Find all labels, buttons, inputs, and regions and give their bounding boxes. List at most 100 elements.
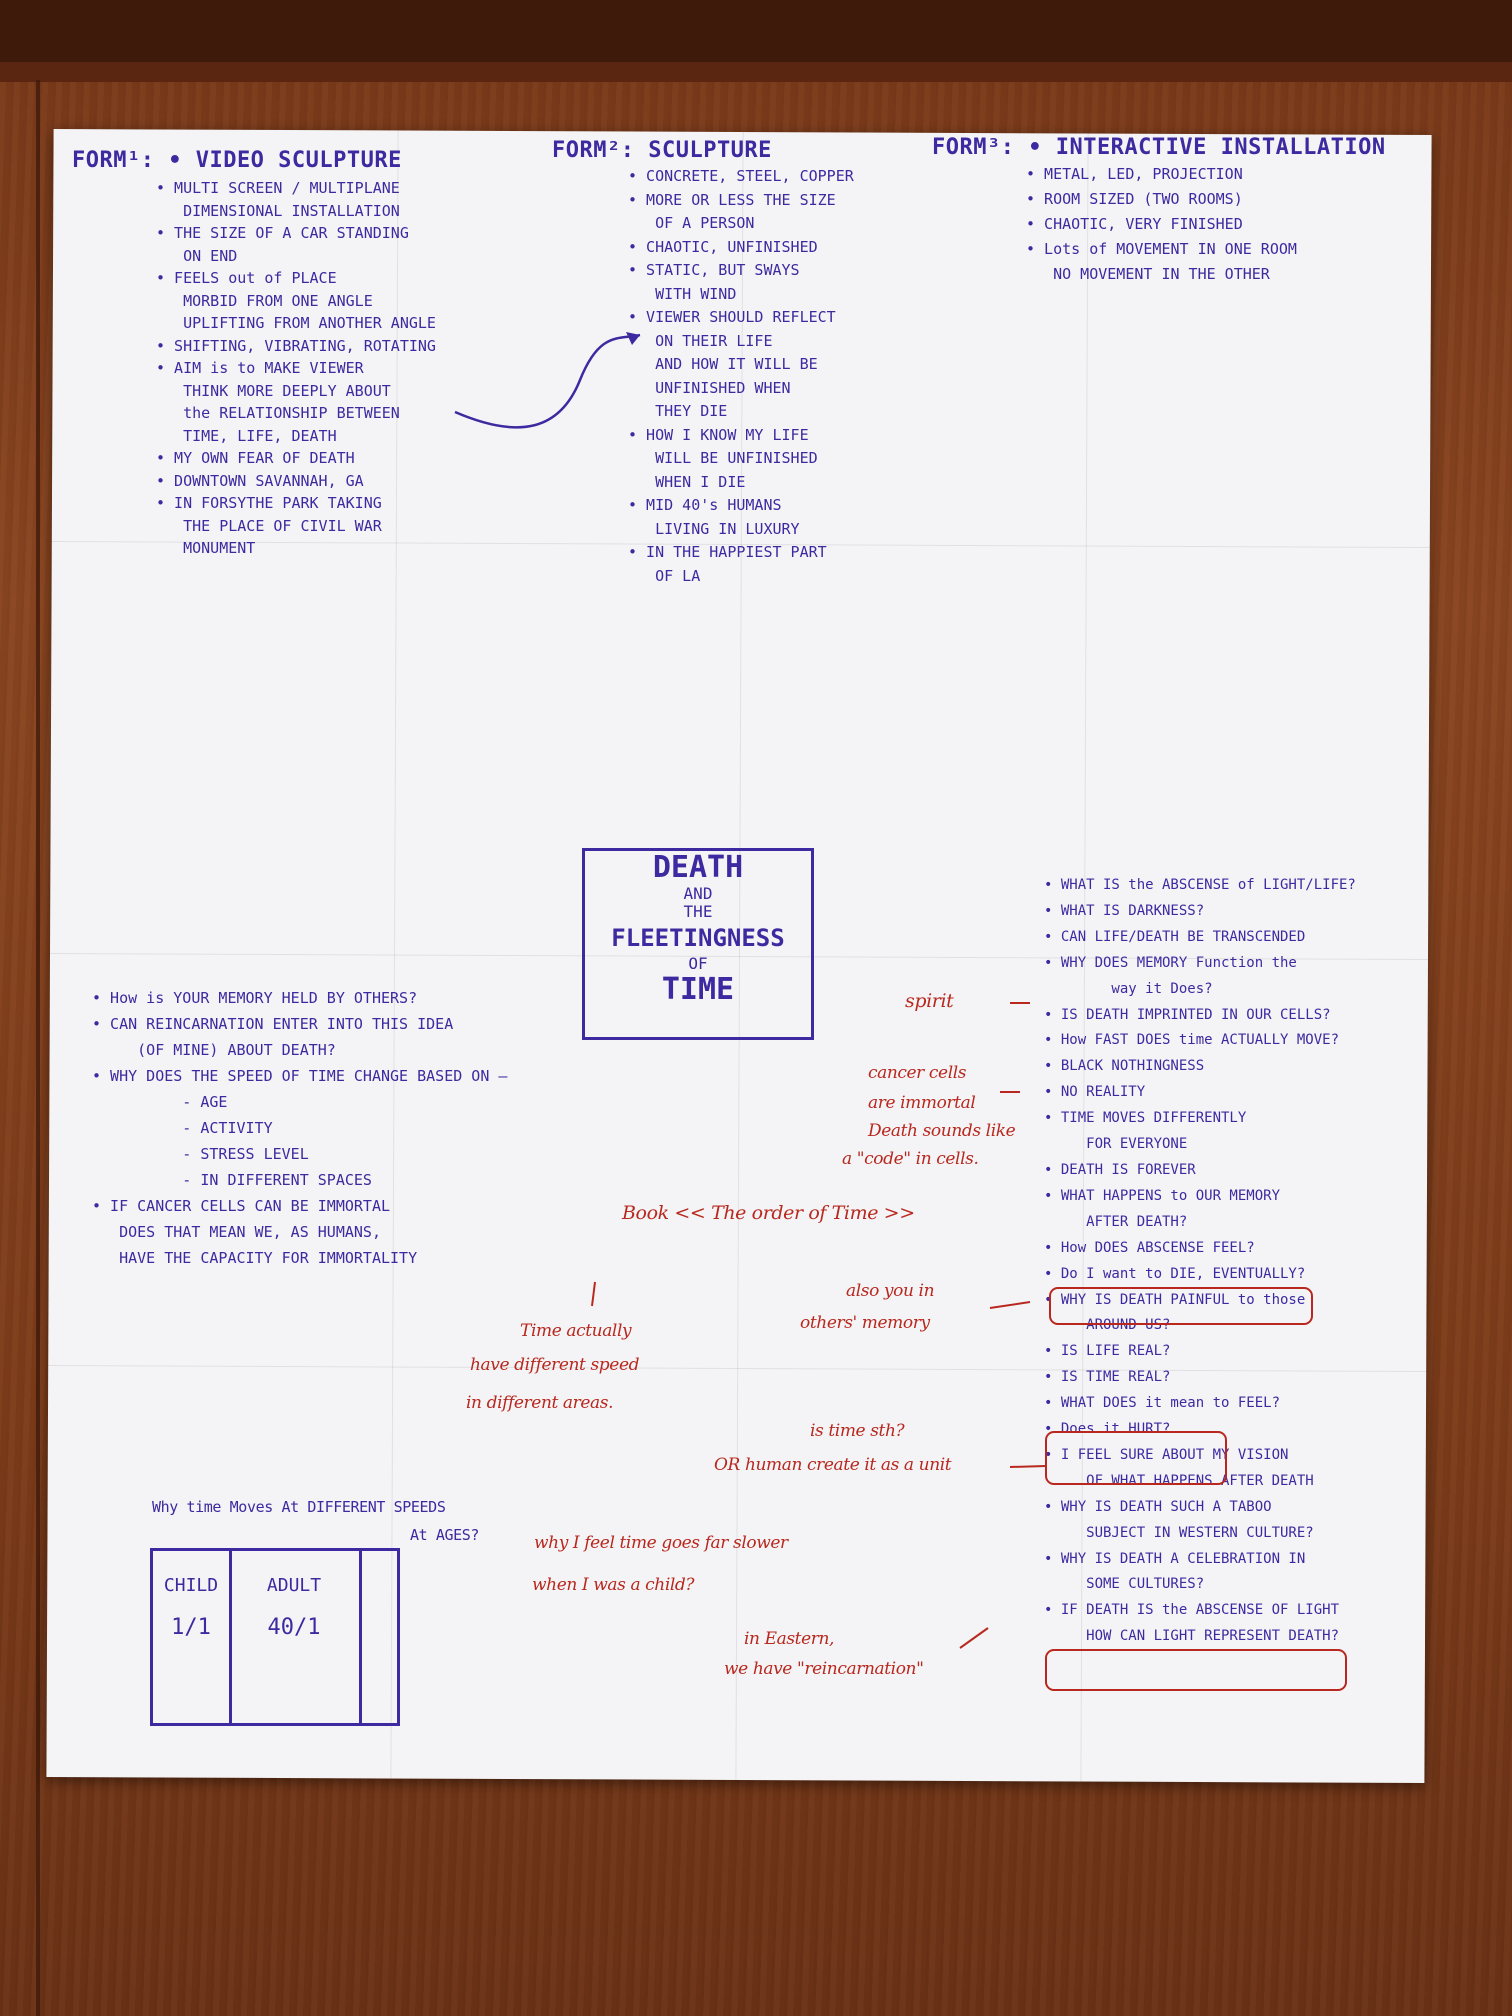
title-line: DEATH <box>652 850 744 885</box>
form1-item: UPLIFTING FROM ANOTHER ANGLE <box>156 314 436 332</box>
right-question: • TIME MOVES DIFFERENTLY <box>1044 1110 1247 1127</box>
form2-item: WILL BE UNFINISHED <box>628 449 818 467</box>
child-value: 1/1 <box>171 1615 211 1640</box>
unit-arrow <box>1009 1465 1047 1468</box>
form2-item: • MORE OR LESS THE SIZE <box>628 190 836 209</box>
table-col-adult: ADULT 40/1 <box>229 1551 362 1723</box>
form1-item: TIME, LIFE, DEATH <box>156 426 337 445</box>
right-question: • WHY IS DEATH SUCH A TABOO <box>1044 1498 1272 1515</box>
right-question: AROUND US? <box>1044 1317 1171 1334</box>
left-question: • IF CANCER CELLS CAN BE IMMORTAL <box>92 1197 391 1215</box>
right-question: • How FAST DOES time ACTUALLY MOVE? <box>1044 1032 1340 1049</box>
left-question: - STRESS LEVEL <box>92 1145 309 1163</box>
form2-item: ON THEIR LIFE <box>628 331 773 350</box>
form2-item: • HOW I KNOW MY LIFE <box>628 425 809 444</box>
right-question: • How DOES ABSCENSE FEEL? <box>1044 1239 1255 1256</box>
note-time-slower: why I feel time goes far slower <box>534 1533 788 1553</box>
right-question: • WHAT IS DARKNESS? <box>1044 902 1205 919</box>
form2-item: THEY DIE <box>628 402 728 420</box>
left-question: (OF MINE) ABOUT DEATH? <box>92 1041 336 1059</box>
table-title: Why time Moves At DIFFERENT SPEEDS <box>152 1498 446 1516</box>
form1-item: MORBID FROM ONE ANGLE <box>156 291 373 310</box>
form3-item: • ROOM SIZED (TWO ROOMS) <box>1026 190 1243 208</box>
form1-item: MONUMENT <box>156 539 256 557</box>
form3-item: NO MOVEMENT IN THE OTHER <box>1026 265 1270 283</box>
form2-item: • MID 40's HUMANS <box>628 496 782 514</box>
note-code-in-cells: a "code" in cells. <box>842 1149 979 1169</box>
title-line: FLEETINGNESS <box>611 924 785 952</box>
form1-item: • SHIFTING, VIBRATING, ROTATING <box>156 336 436 355</box>
left-question: - AGE <box>92 1093 228 1111</box>
form1-item: THINK MORE DEEPLY ABOUT <box>156 381 391 400</box>
right-question: • NO REALITY <box>1044 1084 1146 1101</box>
form2-item: OF LA <box>628 566 701 585</box>
note-different-areas: in different areas. <box>466 1393 614 1413</box>
right-question: HOW CAN LIGHT REPRESENT DEATH? <box>1044 1628 1340 1645</box>
note-is-time: is time sth? <box>810 1421 905 1441</box>
door-edge <box>36 80 40 2016</box>
note-eastern: in Eastern, <box>744 1629 835 1649</box>
circle-celebration <box>1045 1649 1347 1691</box>
note-cancer-cells: cancer cells <box>868 1063 967 1083</box>
form2-heading: FORM²: SCULPTURE <box>552 138 772 163</box>
circle-life-time <box>1045 1431 1227 1485</box>
right-question: • WHY IS DEATH PAINFUL to those <box>1044 1291 1306 1308</box>
right-question: SOME CULTURES? <box>1044 1576 1205 1593</box>
form1-item: • DOWNTOWN SAVANNAH, GA <box>156 471 364 490</box>
form3-heading: FORM³: • INTERACTIVE INSTALLATION <box>932 135 1386 160</box>
form3-list: • METAL, LED, PROJECTION • ROOM SIZED (TW… <box>932 162 1386 287</box>
note-when-child: when I was a child? <box>532 1575 695 1595</box>
left-questions: • How is YOUR MEMORY HELD BY OTHERS?• CA… <box>92 985 507 1271</box>
left-question: - ACTIVITY <box>92 1119 273 1137</box>
right-question: • IS TIME REAL? <box>1044 1369 1171 1386</box>
form1-to-form2-arrow <box>454 333 641 429</box>
form2-item: WITH WIND <box>628 284 737 303</box>
form1-item: • THE SIZE OF A CAR STANDING <box>156 224 409 242</box>
left-question: HAVE THE CAPACITY FOR IMMORTALITY <box>92 1249 418 1267</box>
door-frame-ledge <box>0 62 1512 82</box>
form3-item: • CHAOTIC, VERY FINISHED <box>1026 215 1243 233</box>
right-question: • IS LIFE REAL? <box>1044 1343 1171 1360</box>
right-questions: • WHAT IS the ABSCENSE of LIGHT/LIFE? • W… <box>1044 873 1356 1650</box>
note-human-unit: OR human create it as a unit <box>714 1455 952 1475</box>
right-question: • WHY DOES MEMORY Function the <box>1044 954 1297 971</box>
reincarnation-arrow <box>959 1627 989 1649</box>
form2-item: WHEN I DIE <box>628 472 746 491</box>
right-question: • Does it HURT? <box>1044 1421 1171 1438</box>
note-also-you: also you in <box>846 1281 935 1301</box>
form1-list: • MULTI SCREEN / MULTIPLANE DIMENSIONAL … <box>72 177 436 560</box>
left-question: DOES THAT MEAN WE, AS HUMANS, <box>92 1223 381 1241</box>
door-frame-top <box>0 0 1512 62</box>
form1-item: • AIM is to MAKE VIEWER <box>156 359 364 377</box>
form2-item: • CONCRETE, STEEL, COPPER <box>628 167 854 185</box>
form2-item: • VIEWER SHOULD REFLECT <box>628 308 836 326</box>
note-book: Book << The order of Time >> <box>622 1202 915 1224</box>
form2-item: UNFINISHED WHEN <box>628 378 791 397</box>
adult-value: 40/1 <box>267 1615 321 1640</box>
right-question: • IF DEATH IS the ABSCENSE OF LIGHT <box>1044 1602 1340 1619</box>
form2-item: AND HOW IT WILL BE <box>628 355 818 373</box>
form1-section: FORM¹: • VIDEO SCULPTURE • MULTI SCREEN … <box>72 148 436 560</box>
left-question: - IN DIFFERENT SPACES <box>92 1171 372 1189</box>
table-title-cont: At AGES? <box>410 1526 480 1544</box>
form1-item: • MULTI SCREEN / MULTIPLANE <box>156 179 400 197</box>
circle-memory <box>1049 1287 1313 1325</box>
form2-section: FORM²: SCULPTURE • CONCRETE, STEEL, COPP… <box>552 138 854 588</box>
right-question: • WHAT HAPPENS to OUR MEMORY <box>1044 1187 1281 1204</box>
form3-item: • Lots of MOVEMENT IN ONE ROOM <box>1026 240 1297 258</box>
form1-item: THE PLACE OF CIVIL WAR <box>156 516 382 535</box>
right-question: • WHAT IS the ABSCENSE of LIGHT/LIFE? <box>1044 877 1356 893</box>
age-table: CHILD 1/1 ADULT 40/1 <box>150 1548 400 1726</box>
table-col-child: CHILD 1/1 <box>153 1551 232 1723</box>
form2-item: • STATIC, BUT SWAYS <box>628 261 800 279</box>
right-question: way it Does? <box>1044 980 1213 997</box>
title-line: THE <box>683 902 713 921</box>
form1-item: • IN FORSYTHE PARK TAKING <box>156 494 382 512</box>
note-reincarnation: we have "reincarnation" <box>724 1659 924 1679</box>
form1-item: • FEELS out of PLACE <box>156 269 337 287</box>
form3-item: • METAL, LED, PROJECTION <box>1026 165 1243 183</box>
title-line: TIME <box>661 972 735 1007</box>
form2-item: OF A PERSON <box>628 214 755 232</box>
note-different-speed: have different speed <box>470 1355 640 1375</box>
